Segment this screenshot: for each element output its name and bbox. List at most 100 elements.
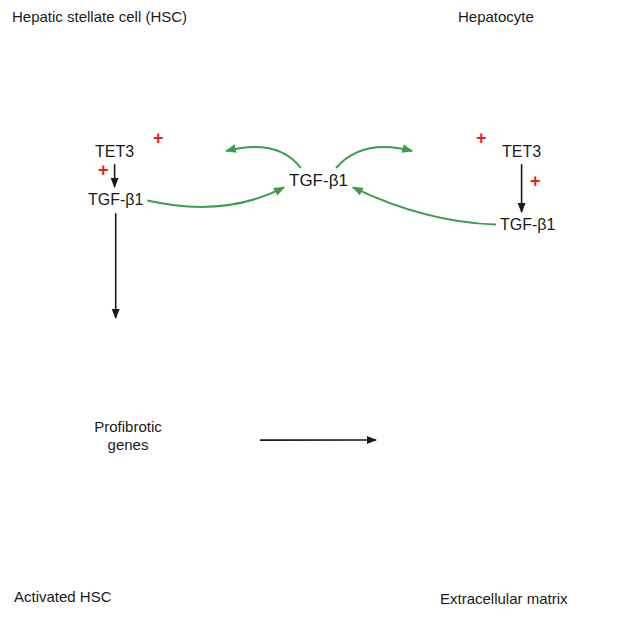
- matrix-fiber: [438, 425, 571, 439]
- shape-outline: [10, 318, 260, 610]
- matrix-fiber: [444, 414, 629, 416]
- matrix-fiber: [468, 455, 556, 474]
- matrix-fiber: [410, 471, 504, 496]
- node-label: TGF-β1: [500, 215, 555, 234]
- matrix-fiber: [420, 443, 580, 462]
- matrix-fiber: [416, 477, 515, 483]
- matrix-fiber: [438, 459, 616, 496]
- matrix-fiber: [441, 444, 536, 448]
- matrix-fiber: [476, 474, 599, 479]
- matrix-fiber: [412, 459, 584, 473]
- matrix-fiber: [421, 453, 518, 469]
- hepatocyte-cell: HepatocyteTET3TGF-β1: [400, 6, 632, 246]
- node-label: TET3: [95, 142, 134, 161]
- pathway-arrow: [114, 164, 116, 187]
- cell-label: Extracellular matrix: [440, 590, 568, 608]
- matrix-fiber: [434, 459, 628, 482]
- matrix-fiber: [413, 450, 528, 469]
- matrix-fiber: [480, 446, 570, 461]
- matrix-fiber: [462, 485, 585, 496]
- matrix-fiber: [482, 427, 628, 433]
- matrix-fiber: [473, 454, 628, 468]
- matrix-fiber: [428, 437, 574, 472]
- up-arrowhead: [155, 435, 166, 445]
- matrix-fiber: [432, 407, 549, 428]
- node-label: TET3: [502, 142, 541, 161]
- shape-outline: [380, 390, 630, 615]
- matrix-fiber: [444, 427, 584, 453]
- matrix-fiber: [432, 459, 522, 473]
- cytokine-node: TGF-β1: [289, 171, 348, 191]
- matrix-fiber: [433, 404, 550, 426]
- activation-sign: +: [153, 128, 164, 150]
- matrix-fiber: [465, 485, 585, 496]
- cell-label: Hepatocyte: [458, 8, 534, 26]
- matrix-fiber: [438, 460, 559, 491]
- matrix-fiber: [421, 405, 625, 416]
- matrix-fiber: [484, 467, 597, 492]
- activated-cell: Activated HSCProfibrotic genes: [10, 318, 260, 610]
- matrix-fiber: [475, 459, 616, 472]
- activation-sign: +: [476, 128, 487, 150]
- matrix-fiber: [463, 429, 628, 455]
- receptor-stem: [443, 148, 465, 154]
- secretion-arrow: [336, 147, 412, 168]
- ligand: [206, 146, 222, 157]
- text-holder: Hepatocyte: [458, 8, 534, 26]
- matrix-fiber: [441, 454, 581, 480]
- text-holder: Hepatic stellate cell (HSC): [12, 8, 187, 26]
- matrix-fiber: [453, 464, 628, 478]
- matrix-fiber: [462, 449, 628, 467]
- shape-outline: [10, 6, 255, 276]
- label-holder: +: [476, 128, 487, 150]
- matrix-fiber: [456, 457, 569, 471]
- cell-outline: [26, 34, 223, 269]
- matrix-fiber: [466, 471, 619, 496]
- matrix-fiber: [448, 409, 597, 438]
- stellate-cell: Hepatic stellate cell (HSC)TET3TGF-β1: [10, 6, 255, 276]
- secretion-arrow: [147, 187, 284, 207]
- secretion-arrow: [226, 147, 301, 168]
- matrix-fiber: [445, 470, 613, 496]
- signal-arrow: [467, 150, 492, 152]
- receptor-cup: [196, 141, 210, 162]
- matrix-fiber: [465, 432, 628, 460]
- matrix-fiber: [434, 436, 628, 452]
- matrix-fiber: [481, 413, 589, 431]
- matrix-fiber: [417, 459, 594, 464]
- shape-outline: [400, 6, 632, 246]
- matrix-fiber: [474, 474, 628, 488]
- matrix-fiber: [467, 444, 548, 450]
- matrix-fiber: [481, 419, 599, 443]
- matrix-fiber: [465, 450, 583, 469]
- matrix-fiber: [484, 457, 628, 467]
- cell-outline: [29, 326, 228, 553]
- node-label: Profibrotic genes: [83, 418, 173, 454]
- matrix-fiber: [464, 452, 611, 469]
- matrix-fiber: [485, 404, 628, 419]
- matrix-fiber: [483, 428, 629, 460]
- matrix-fiber: [443, 407, 583, 438]
- matrix-fiber: [448, 427, 628, 435]
- matrix-fiber: [430, 437, 573, 462]
- gene-node: TET3: [502, 142, 541, 161]
- matrix-fiber: [431, 438, 532, 456]
- signal-arrow: [145, 150, 176, 152]
- signal-arrowhead: [138, 147, 147, 155]
- matrix-fiber: [413, 422, 551, 427]
- matrix-fiber: [485, 415, 628, 424]
- matrix-fiber: [410, 434, 530, 444]
- matrix-fiber: [412, 466, 537, 475]
- matrix-fiber: [464, 464, 628, 474]
- label-holder: +: [153, 128, 164, 150]
- matrix-fiber: [438, 407, 628, 421]
- matrix-fiber: [450, 479, 549, 490]
- cell-label: Hepatic stellate cell (HSC): [12, 8, 187, 26]
- matrix-fiber: [427, 448, 562, 466]
- matrix-fiber: [426, 440, 555, 469]
- gene-node: Profibrotic genes: [83, 418, 173, 454]
- pathway-arrow: [521, 164, 523, 212]
- matrix-fiber: [449, 416, 561, 434]
